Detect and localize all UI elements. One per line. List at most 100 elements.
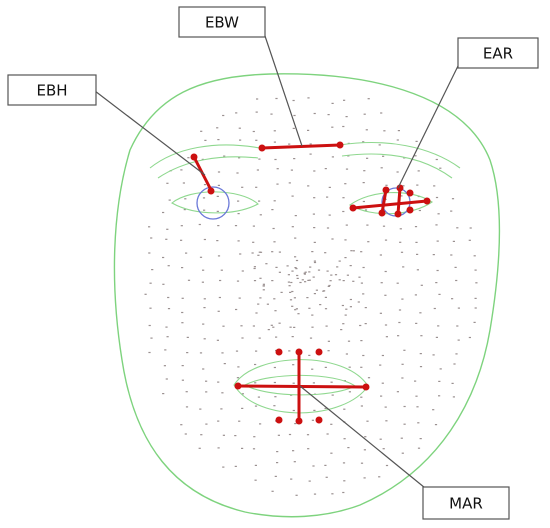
mesh-dot	[149, 282, 152, 284]
mesh-dot	[381, 354, 384, 357]
mesh-dot	[436, 269, 439, 272]
mesh-dot	[162, 256, 165, 259]
ear-point	[406, 206, 414, 214]
mesh-dot	[308, 279, 311, 281]
mesh-dot	[238, 127, 241, 129]
mesh-dot	[328, 284, 331, 287]
mesh-dot	[274, 396, 277, 398]
mesh-dot	[185, 391, 188, 393]
mesh-dot	[360, 396, 363, 398]
mesh-dot	[241, 186, 244, 188]
mesh-dot	[362, 141, 365, 143]
mesh-dot	[382, 448, 385, 450]
mesh-dot	[258, 251, 261, 253]
mesh-dot	[379, 312, 382, 314]
mesh-dot	[294, 256, 297, 258]
mesh-dot	[299, 281, 302, 284]
mesh-dot	[294, 215, 297, 217]
mesh-dot	[181, 311, 184, 314]
mesh-dot	[385, 464, 389, 467]
mesh-dot	[359, 324, 362, 327]
mesh-dot	[253, 280, 257, 282]
mesh-dot	[416, 184, 419, 186]
mesh-dot	[435, 158, 438, 161]
mesh-dot	[287, 281, 290, 283]
mesh-dot	[259, 297, 262, 299]
mesh-dot	[338, 260, 341, 262]
mesh-dot	[331, 156, 334, 158]
mesh-dot	[255, 111, 258, 113]
mar-horizontal-line	[236, 384, 368, 389]
mesh-dot	[311, 251, 314, 253]
mesh-dot	[255, 186, 258, 188]
mesh-dot	[256, 169, 259, 171]
mesh-dot	[258, 200, 261, 202]
mesh-dot	[200, 434, 203, 436]
mesh-dot	[341, 304, 344, 307]
mesh-dot	[182, 182, 185, 184]
mesh-dot	[342, 280, 345, 282]
mesh-dot	[399, 228, 402, 230]
mesh-dot	[217, 447, 220, 449]
mesh-dot	[363, 477, 366, 479]
mesh-dot	[313, 409, 316, 411]
mesh-dot	[276, 451, 279, 453]
mesh-dot	[265, 263, 268, 265]
mesh-dot	[216, 210, 219, 212]
mesh-dot	[144, 293, 147, 295]
mesh-dot	[384, 239, 388, 241]
mesh-dot	[290, 169, 293, 171]
mesh-dot	[366, 420, 369, 422]
mesh-dot	[324, 464, 327, 466]
mesh-dot	[275, 336, 278, 338]
mesh-dot	[435, 224, 438, 226]
mesh-dot	[419, 438, 422, 440]
mesh-dot	[184, 433, 187, 435]
mesh-dot	[164, 349, 167, 351]
mar-point	[275, 348, 283, 356]
mesh-dot	[420, 335, 423, 337]
ear-point	[349, 204, 357, 212]
mesh-dot	[241, 407, 244, 409]
mesh-dot	[450, 254, 453, 256]
mesh-dot	[474, 297, 477, 299]
mesh-dot	[254, 464, 257, 466]
mesh-dot	[276, 462, 279, 464]
mesh-dot	[253, 267, 256, 270]
mesh-dot	[220, 269, 223, 271]
mesh-dot	[291, 270, 294, 272]
mesh-dot	[203, 298, 206, 300]
mesh-dot	[352, 250, 355, 252]
mesh-dot	[293, 158, 296, 160]
mesh-dot	[276, 183, 279, 185]
mesh-dot	[349, 265, 352, 267]
mesh-dot	[273, 141, 276, 143]
mesh-dot	[317, 269, 321, 271]
mesh-dot	[434, 424, 438, 426]
mesh-dot	[382, 155, 385, 157]
mesh-dot	[308, 307, 311, 309]
mesh-dot	[273, 200, 276, 202]
mesh-dot	[313, 493, 317, 495]
mesh-dot	[401, 452, 404, 454]
mesh-dot	[415, 140, 418, 142]
mesh-dot	[199, 256, 203, 258]
mesh-dot	[236, 377, 239, 379]
mesh-dot	[330, 381, 333, 383]
mesh-dot	[311, 314, 314, 316]
mesh-dot	[362, 182, 365, 184]
mesh-dot	[327, 340, 330, 342]
mesh-dot	[324, 366, 327, 368]
mesh-dot	[342, 125, 345, 128]
mesh-dot	[238, 297, 241, 299]
right-brow-line-lower	[341, 153, 453, 179]
mesh-dot	[262, 289, 265, 291]
mesh-dot	[468, 239, 471, 241]
mesh-dot	[257, 396, 260, 398]
mesh-dot	[217, 420, 220, 422]
mesh-dot	[364, 209, 368, 211]
mesh-dot	[234, 225, 238, 227]
mesh-dot	[311, 419, 314, 421]
mesh-dot	[360, 251, 363, 253]
mesh-dot	[291, 305, 294, 307]
